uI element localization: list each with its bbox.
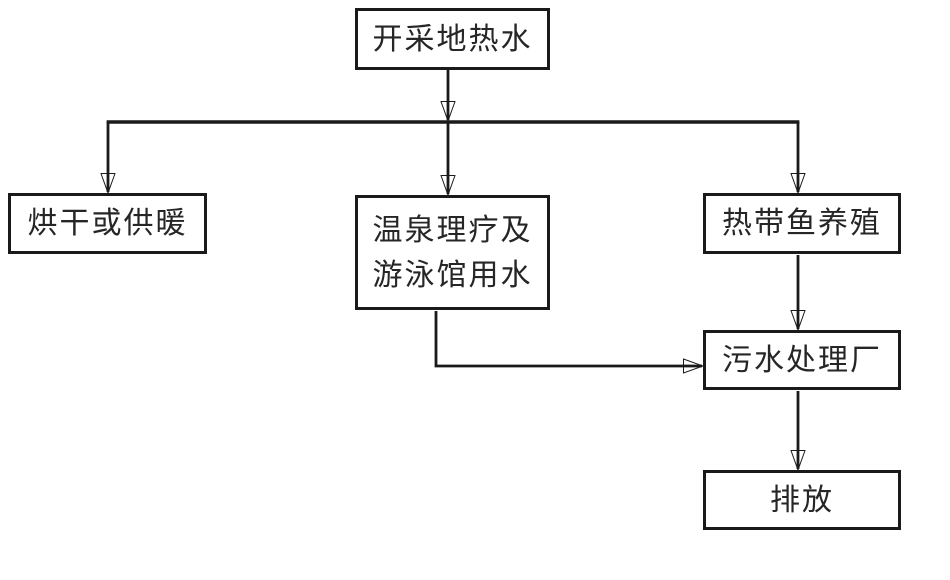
node-label: 开采地热水 — [372, 22, 533, 56]
node-label: 排放 — [770, 483, 834, 517]
node-label: 温泉理疗及 游泳馆用水 — [372, 213, 533, 292]
node-label: 烘干或供暖 — [27, 207, 188, 240]
node-tropical-fish-farming: 热带鱼养殖 — [703, 193, 901, 254]
node-drying-or-heating: 烘干或供暖 — [8, 193, 207, 254]
node-label: 污水处理厂 — [722, 343, 882, 377]
node-discharge: 排放 — [703, 470, 901, 530]
node-spa-therapy-pool-water: 温泉理疗及 游泳馆用水 — [355, 195, 550, 310]
node-label: 热带鱼养殖 — [722, 207, 882, 240]
edge-spa-to-sewage — [434, 311, 702, 366]
node-sewage-treatment-plant: 污水处理厂 — [703, 330, 901, 390]
node-extract-geothermal-water: 开采地热水 — [355, 8, 550, 70]
